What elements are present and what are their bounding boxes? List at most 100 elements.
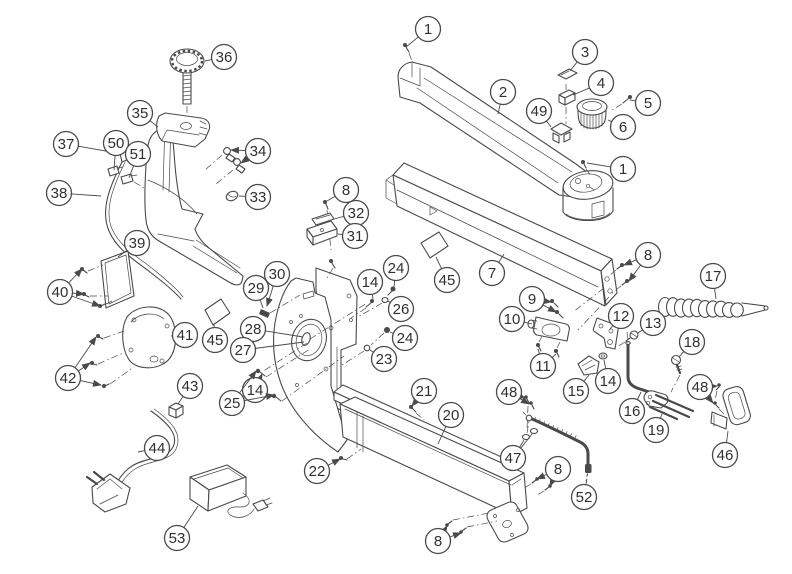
callout-8-59: 8 (536, 455, 572, 487)
callout-leader (255, 373, 263, 383)
callout-22-56: 22 (303, 457, 341, 485)
callout-leader (113, 155, 116, 171)
callout-balloon (414, 15, 442, 43)
callout-balloon (609, 113, 637, 141)
callout-17-35: 17 (699, 262, 727, 300)
washer-14-right (598, 352, 608, 360)
callout-balloon (210, 43, 238, 71)
callout-8-24: 8 (326, 176, 360, 204)
callout-leader (439, 525, 448, 535)
part-15 (577, 355, 600, 376)
callout-number: 12 (613, 308, 630, 325)
callout-14-37: 14 (594, 359, 622, 395)
callout-leader (405, 36, 419, 48)
callout-leader (71, 193, 102, 197)
callout-47-58: 47 (499, 433, 533, 472)
callout-leader (80, 379, 102, 387)
callout-23-47: 23 (369, 345, 398, 373)
callout-balloon (387, 295, 415, 323)
callout-balloon (218, 389, 246, 417)
callout-number: 50 (108, 135, 125, 152)
bracket-10 (527, 316, 570, 342)
callout-number: 40 (52, 284, 69, 301)
screw-13 (616, 330, 639, 348)
callout-balloon (529, 352, 557, 380)
callout-leader (393, 280, 396, 288)
callout-balloon (382, 254, 410, 282)
callout-leader (714, 288, 717, 300)
callout-28-48: 28 (239, 315, 304, 343)
cap-33 (225, 190, 239, 202)
callout-leader (659, 413, 663, 419)
callout-14-44: 14 (356, 268, 384, 300)
callout-16-39: 16 (618, 391, 646, 425)
callout-number: 3 (581, 44, 589, 61)
callout-leader (609, 325, 614, 330)
upper-arm-2 (397, 61, 614, 222)
callout-balloon (437, 401, 465, 429)
callout-8-29: 8 (623, 241, 662, 282)
callout-leader (726, 430, 729, 443)
callout-number: 49 (531, 103, 548, 120)
callout-number: 44 (149, 440, 166, 457)
callout-leader (524, 321, 533, 325)
spring-17 (657, 296, 769, 318)
callout-balloon (634, 241, 662, 269)
knob-36 (169, 48, 205, 118)
callout-number: 33 (250, 189, 267, 206)
callout-leader (678, 351, 685, 358)
callout-balloon (341, 222, 369, 250)
callout-balloon (126, 99, 154, 127)
callout-46-42: 46 (711, 430, 739, 469)
callout-leader (623, 258, 637, 266)
callout-20-55: 20 (437, 401, 465, 445)
callout-33-11: 33 (238, 183, 272, 211)
callout-1-0: 1 (405, 15, 442, 48)
callout-balloon (639, 309, 667, 337)
callout-24-43: 24 (382, 254, 410, 288)
callout-4-2: 4 (572, 69, 615, 97)
callout-leader (204, 59, 212, 62)
callout-number: 14 (362, 274, 379, 291)
callout-number: 35 (132, 105, 149, 122)
screw-5 (622, 95, 632, 104)
callout-leader (183, 505, 199, 528)
sticker-45-left (204, 298, 231, 326)
callout-balloon (642, 416, 670, 444)
callout-leader (333, 215, 345, 220)
callout-5-4: 5 (629, 89, 662, 117)
callout-number: 6 (619, 119, 627, 136)
callout-balloon (163, 524, 191, 552)
callout-number: 14 (247, 382, 264, 399)
part-3 (557, 68, 578, 80)
callout-29-50: 29 (242, 274, 270, 309)
screw-1-right (581, 160, 592, 177)
cable-52 (522, 411, 592, 482)
callout-balloon (525, 97, 553, 125)
callout-leader (411, 397, 420, 407)
callout-balloon (303, 457, 331, 485)
callout-leader (607, 119, 612, 123)
callout-balloon (143, 434, 171, 462)
callout-balloon (52, 130, 80, 158)
callout-balloon (571, 38, 599, 66)
callout-leader (266, 285, 274, 307)
callout-15-38: 15 (562, 374, 590, 405)
callout-number: 15 (568, 383, 585, 400)
callout-leader (78, 362, 91, 372)
callout-leader (240, 155, 250, 164)
callout-balloon (424, 527, 452, 555)
callout-balloon (478, 259, 506, 287)
callout-balloon (433, 266, 461, 294)
rail-7 (385, 162, 618, 307)
callout-leader (629, 99, 636, 102)
callout-number: 46 (717, 447, 734, 464)
callout-number: 22 (309, 463, 326, 480)
callout-6-5: 6 (607, 113, 637, 141)
callout-number: 29 (248, 280, 265, 297)
callout-balloon (124, 140, 152, 168)
callout-number: 8 (342, 182, 350, 199)
screw-1-top (403, 43, 413, 62)
screws-34 (204, 147, 246, 185)
